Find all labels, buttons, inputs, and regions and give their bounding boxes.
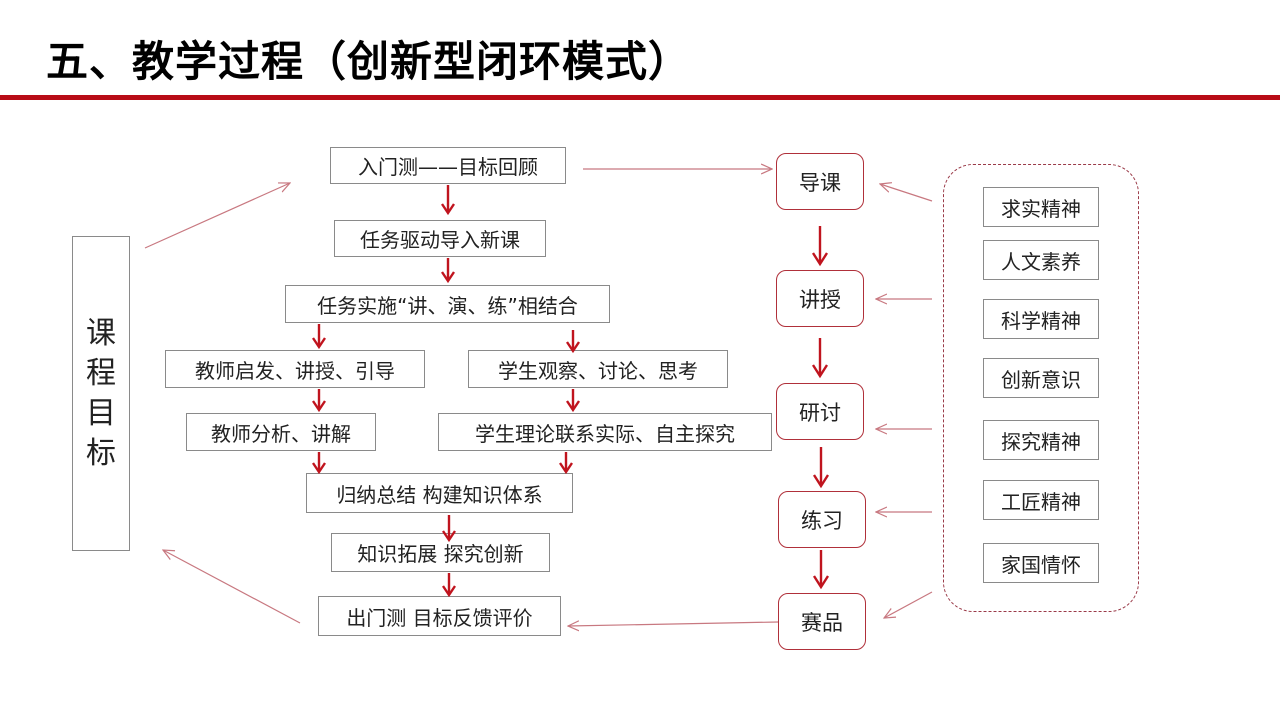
stage-discussion: 研讨 [776,383,864,440]
arrow-head [442,585,456,598]
teacher-inspire-box: 教师启发、讲授、引导 [165,350,425,388]
value-item: 家国情怀 [983,543,1099,583]
arrow-exit-to-goal [163,550,301,624]
title-underline [0,95,1280,100]
stage-lead-in: 导课 [776,153,864,210]
extension-box: 知识拓展 探究创新 [331,533,550,572]
course-goal-box: 课 程 目 标 [72,236,130,551]
task-implementation-box: 任务实施“讲、演、练”相结合 [285,285,610,323]
arrow-head [812,575,830,590]
student-theory-box: 学生理论联系实际、自主探究 [438,413,772,451]
summary-box: 归纳总结 构建知识体系 [306,473,573,513]
page-title: 五、教学过程（创新型闭环模式） [46,37,692,86]
arrow-head [312,337,326,350]
goal-char: 标 [86,435,116,471]
exit-test-box: 出门测 目标反馈评价 [318,596,561,636]
arrow-head [312,400,326,413]
stage-practice: 练习 [778,491,866,548]
goal-char: 课 [86,315,116,351]
values-frame [943,164,1139,612]
arrow-stage-to-exit [568,622,779,626]
arrow-head [312,462,326,475]
value-item: 探究精神 [983,420,1099,460]
arrow-goal-to-entry [144,183,290,249]
arrow-head [811,364,829,379]
arrow-head [559,462,573,475]
arrow-head [812,474,830,489]
goal-char: 程 [86,355,116,391]
task-driven-box: 任务驱动导入新课 [334,220,546,257]
value-item: 人文素养 [983,240,1099,280]
arrow-values-to-lead [880,184,933,202]
value-item: 求实精神 [983,187,1099,227]
value-item: 工匠精神 [983,480,1099,520]
stage-lecture: 讲授 [776,270,864,327]
arrow-head [811,252,829,267]
entry-test-box: 入门测——目标回顾 [330,147,566,184]
arrow-head [441,203,455,216]
stage-competition: 赛品 [778,593,866,650]
value-item: 科学精神 [983,299,1099,339]
value-item: 创新意识 [983,358,1099,398]
student-observe-box: 学生观察、讨论、思考 [468,350,728,388]
teacher-analyze-box: 教师分析、讲解 [186,413,376,451]
arrow-values-to-competition [884,591,933,618]
goal-char: 目 [86,395,116,431]
arrow-head [566,400,580,413]
arrow-head [441,271,455,284]
